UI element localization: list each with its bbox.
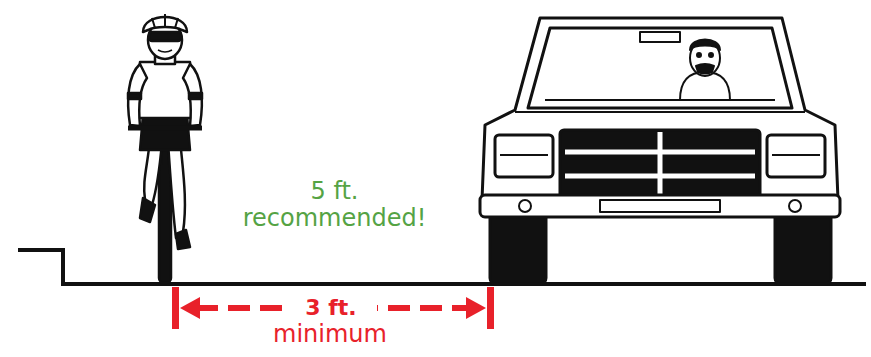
arrowhead [466,297,486,319]
right-leg [168,138,185,238]
sunglasses [149,32,181,41]
curb-and-road [18,250,866,284]
helmet-vents [152,14,178,28]
cyclist [128,14,202,283]
left-arm [128,64,147,126]
dimension-tick [487,287,494,329]
fog-light [519,200,531,212]
grille-bars [565,132,755,198]
handlebar [128,126,202,131]
mouth [158,50,172,52]
driver [680,40,730,101]
arrowhead [180,297,200,319]
shorts [140,115,190,150]
headlight-lines [500,154,820,156]
arm-band [189,93,202,99]
pickup-truck [480,18,840,284]
dimension-value: 3 ft. [285,295,377,321]
grille [560,130,760,200]
hood-line [515,111,805,113]
right-shoe [176,230,190,249]
bumper [480,195,840,217]
plate-slot [600,200,720,212]
fog-light [789,200,801,212]
arm-band [128,93,141,99]
recommended-distance: 5 ft. recommended! [232,178,437,232]
truck-body [482,18,838,200]
left-shoe [140,198,155,222]
windshield [528,28,792,108]
right-arm [183,64,202,126]
rear-mirror [640,32,680,42]
dimension-note: minimum [240,320,420,348]
dimension-tick [172,287,179,329]
dashboard [545,99,775,101]
